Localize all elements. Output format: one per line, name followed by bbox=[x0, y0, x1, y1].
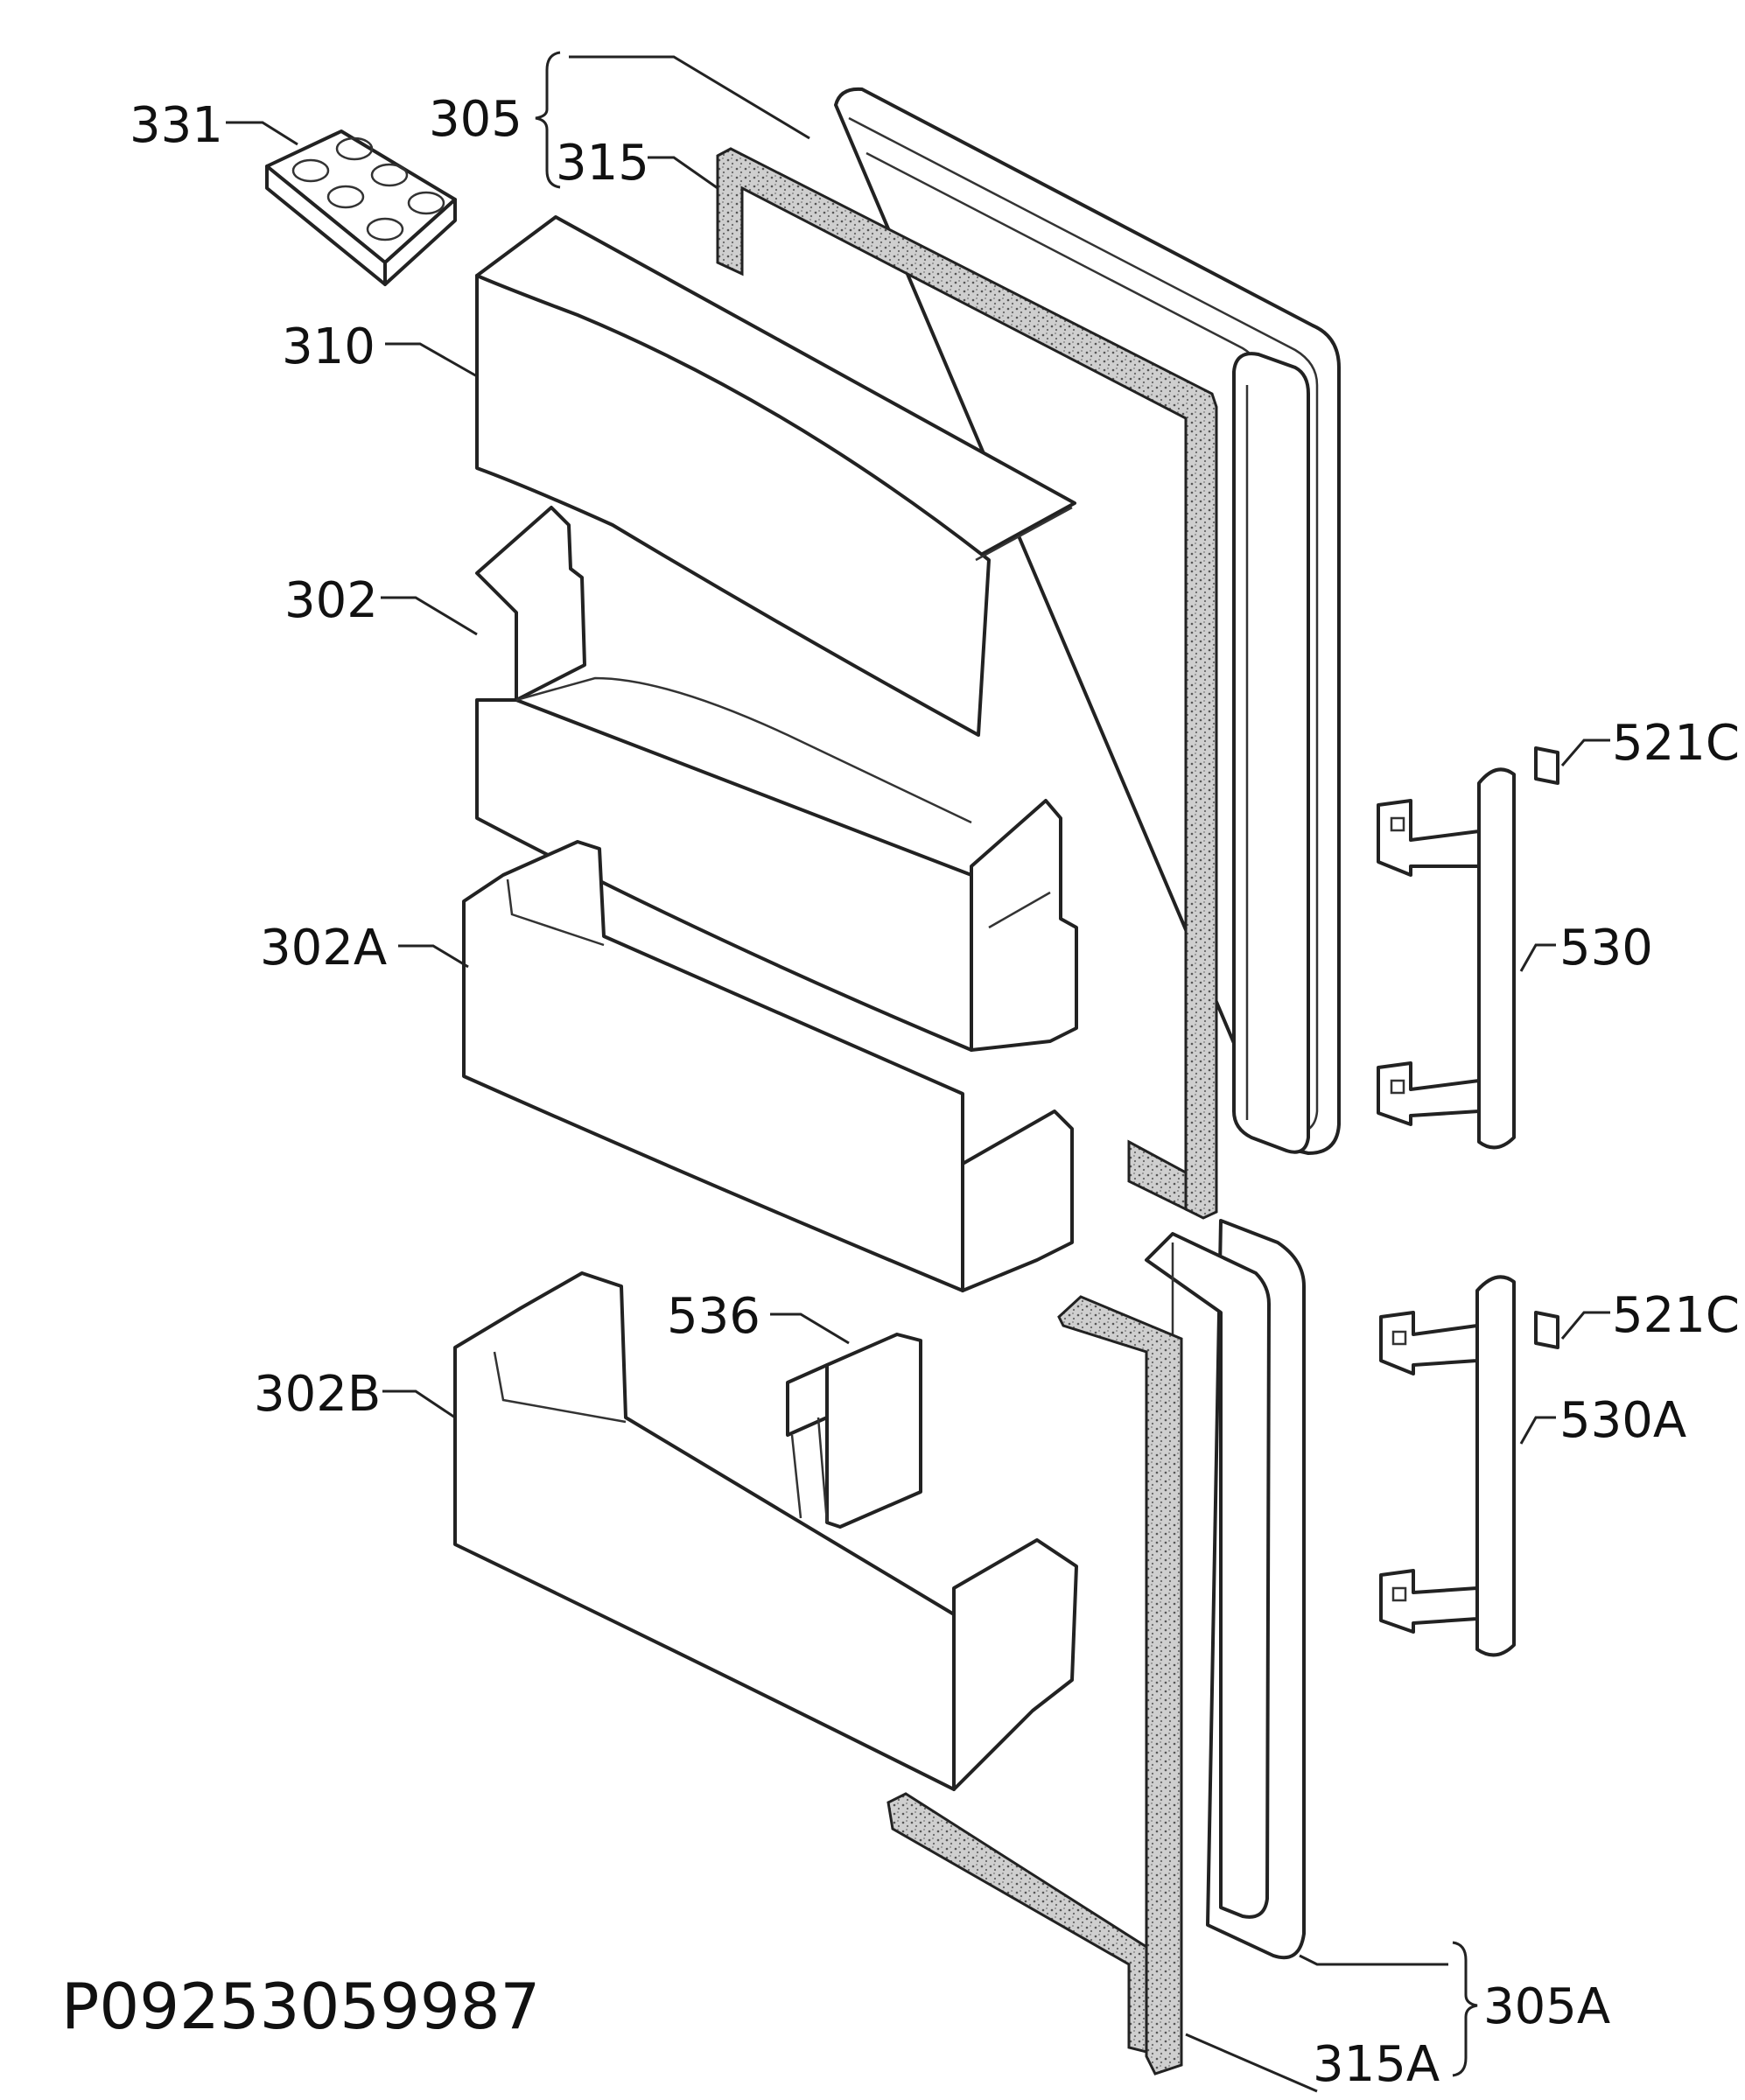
label-315a: 315A bbox=[1313, 2036, 1440, 2093]
label-310: 310 bbox=[282, 318, 375, 375]
label-305a: 305A bbox=[1483, 1978, 1610, 2035]
drawing-code: P09253059987 bbox=[61, 1970, 540, 2043]
label-305: 305 bbox=[429, 91, 522, 148]
upper-door-gasket-part bbox=[716, 147, 1218, 1220]
label-521c-top: 521C bbox=[1612, 715, 1740, 772]
label-302b: 302B bbox=[254, 1366, 381, 1423]
label-331: 331 bbox=[130, 97, 223, 154]
door-shelf-b-part bbox=[453, 1271, 1078, 1791]
egg-tray-part bbox=[265, 130, 457, 286]
bottle-divider-part bbox=[786, 1333, 922, 1529]
upper-handle-part bbox=[1377, 767, 1516, 1150]
lower-handle-cover-part bbox=[1534, 1311, 1559, 1349]
label-302: 302 bbox=[284, 572, 378, 629]
upper-handle-cover-part bbox=[1534, 746, 1559, 785]
label-530: 530 bbox=[1559, 920, 1653, 976]
label-302a: 302A bbox=[260, 920, 387, 976]
callout-labels: 331 305 315 310 302 302A 302B 536 521C 5… bbox=[61, 91, 1740, 2093]
leader-lines bbox=[226, 51, 1610, 2093]
label-530a: 530A bbox=[1559, 1392, 1686, 1449]
door-shelf-a-part bbox=[462, 840, 1074, 1292]
lower-handle-part bbox=[1379, 1275, 1516, 1657]
label-536: 536 bbox=[667, 1288, 760, 1345]
label-315: 315 bbox=[556, 135, 649, 192]
dairy-flap-part bbox=[475, 215, 1076, 737]
lower-door-gasket-part bbox=[887, 1295, 1183, 2076]
door-shelf-part bbox=[475, 506, 1078, 1052]
label-521c-bottom: 521C bbox=[1612, 1287, 1740, 1344]
